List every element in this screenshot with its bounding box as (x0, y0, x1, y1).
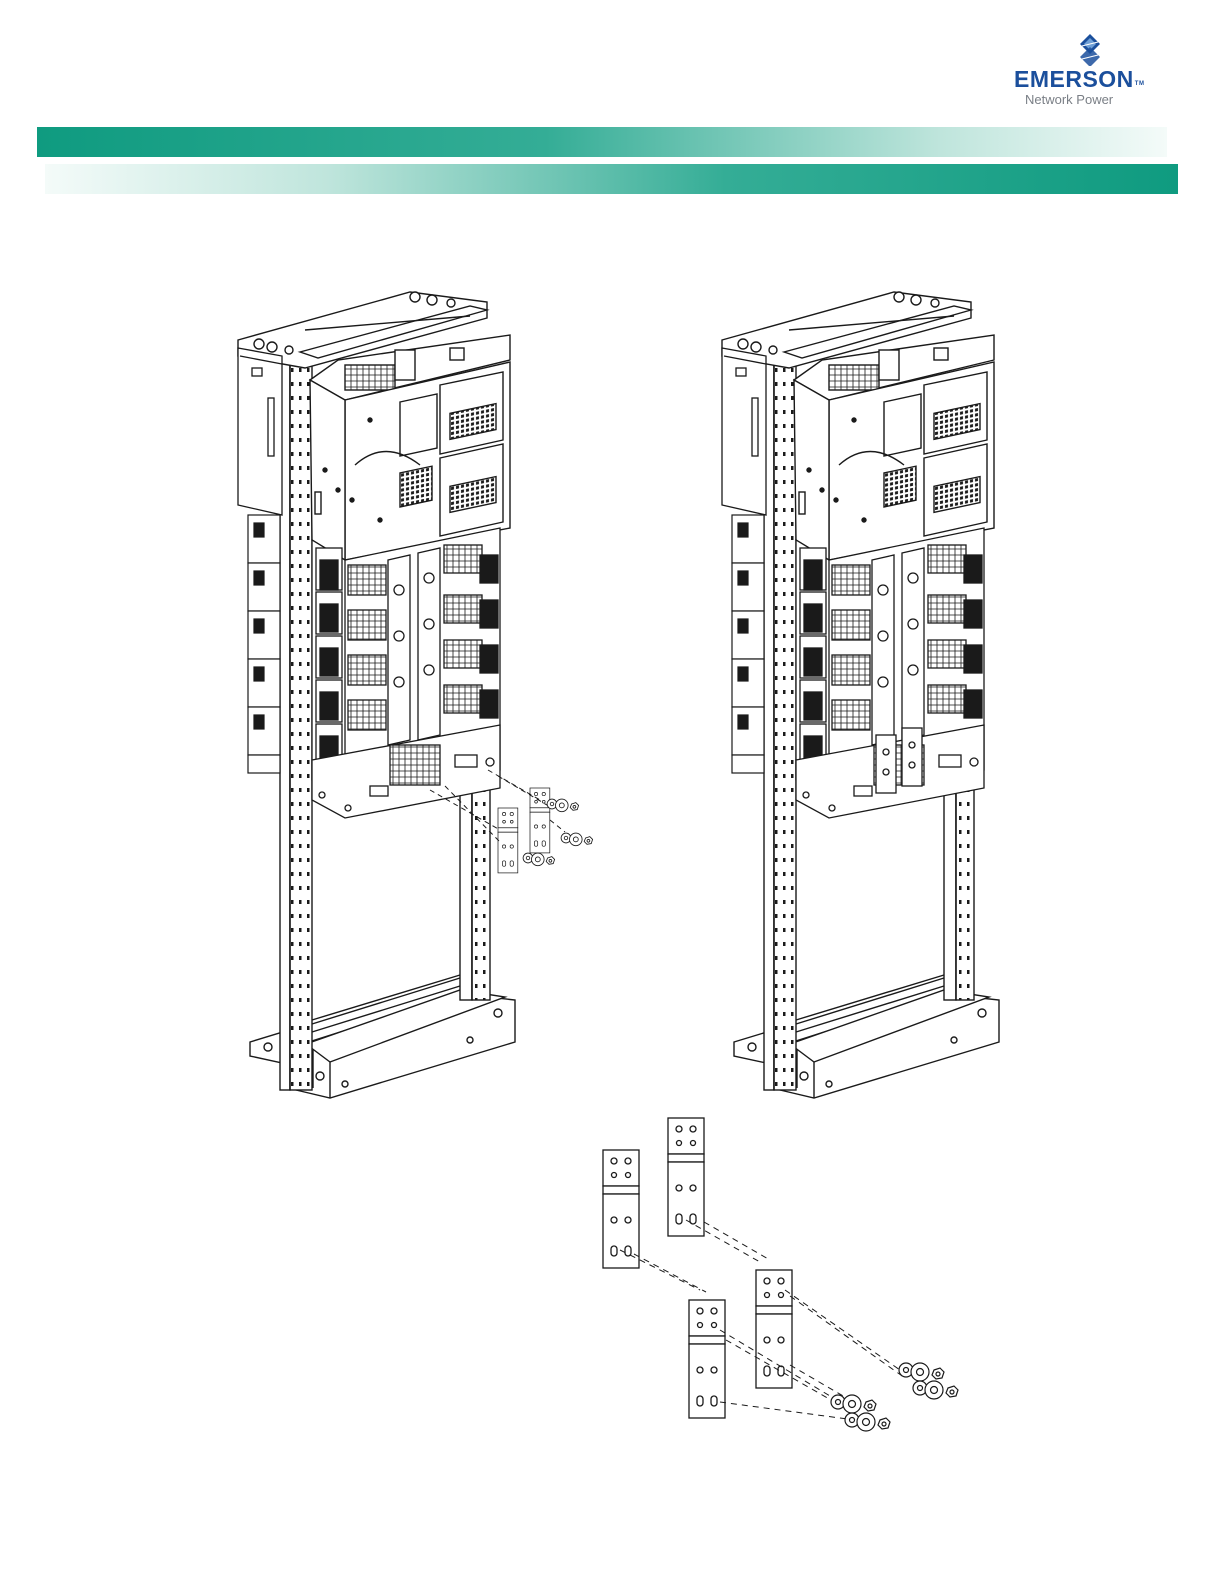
busbar-detail-figure (603, 1118, 958, 1431)
detail-hardware (831, 1363, 958, 1431)
rack-right-figure (722, 292, 999, 1098)
rack-left-figure (238, 292, 593, 1098)
